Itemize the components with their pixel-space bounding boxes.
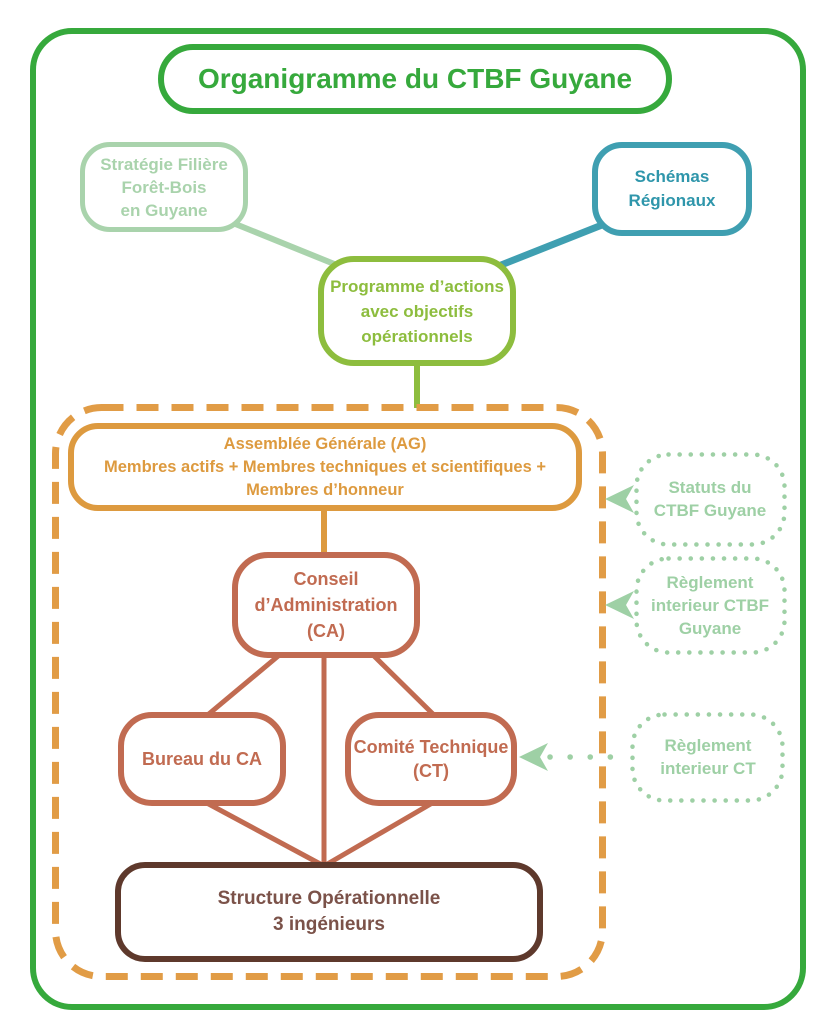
node-line: interieur CT (660, 759, 756, 778)
outer-green-frame (30, 28, 806, 1010)
node-line: Programme d’actions (330, 276, 504, 296)
node-assemblee-generale: Assemblée Générale (AG) Membres actifs +… (68, 423, 582, 511)
diagram-title-text: Organigramme du CTBF Guyane (197, 63, 633, 94)
connector-schemas-programme (482, 219, 611, 275)
node-reglement-interieur-ctbf: Règlement interieur CTBF Guyane (634, 556, 786, 654)
node-line: CTBF Guyane (653, 501, 767, 520)
node-line: Statuts du (668, 478, 752, 497)
node-bureau-ca: Bureau du CA (118, 712, 286, 806)
node-line: d’Administration (254, 595, 398, 615)
diagram-title: Organigramme du CTBF Guyane (158, 44, 672, 114)
node-line: Schémas (634, 167, 710, 186)
connector-ca-bureau (202, 650, 285, 720)
node-line: Membres actifs + Membres techniques et s… (104, 457, 546, 476)
node-line: interieur CTBF (650, 595, 770, 615)
node-line: Règlement (666, 572, 754, 592)
node-line: avec objectifs (360, 301, 474, 321)
reglement-ctbf-dotted-border (634, 556, 787, 655)
node-strategie-filiere: Stratégie Filière Forêt-Bois en Guyane (80, 142, 248, 232)
connector-comite-structure (322, 799, 436, 869)
node-line: en Guyane (120, 200, 208, 220)
node-line: (CA) (307, 621, 345, 641)
node-line: Régionaux (628, 191, 716, 210)
connector-bureau-structure (203, 799, 326, 869)
node-line: Membres d’honneur (246, 480, 404, 499)
node-comite-technique: Comité Technique (CT) (345, 712, 517, 806)
node-line: Règlement (664, 736, 752, 755)
arrowhead-reglement-ct-icon (519, 743, 548, 771)
node-statuts-ctbf: Statuts du CTBF Guyane (634, 452, 786, 546)
node-line: Stratégie Filière (100, 154, 228, 174)
reglement-ct-dotted-border (630, 712, 785, 803)
node-line: 3 ingénieurs (273, 914, 385, 935)
node-programme-actions: Programme d’actions avec objectifs opéra… (318, 256, 516, 366)
dashed-container-border (52, 404, 606, 980)
arrowhead-statuts-icon (605, 485, 634, 513)
node-line: Guyane (678, 618, 742, 638)
node-structure-operationnelle: Structure Opérationnelle 3 ingénieurs (115, 862, 543, 962)
node-line: Structure Opérationnelle (217, 888, 441, 909)
node-line: Conseil (293, 569, 359, 589)
arrowhead-reglement-ctbf-icon (605, 591, 634, 619)
node-line: Forêt-Bois (121, 177, 207, 197)
node-line: Assemblée Générale (AG) (223, 434, 427, 453)
node-schemas-regionaux: Schémas Régionaux (592, 142, 752, 236)
node-conseil-administration: Conseil d’Administration (CA) (232, 552, 420, 658)
node-line: Bureau du CA (141, 749, 262, 769)
node-line: opérationnels (361, 326, 473, 346)
node-reglement-interieur-ct: Règlement interieur CT (630, 712, 786, 802)
node-line: (CT) (413, 761, 449, 781)
node-line: Comité Technique (353, 737, 509, 757)
connector-ca-comite (368, 650, 439, 720)
